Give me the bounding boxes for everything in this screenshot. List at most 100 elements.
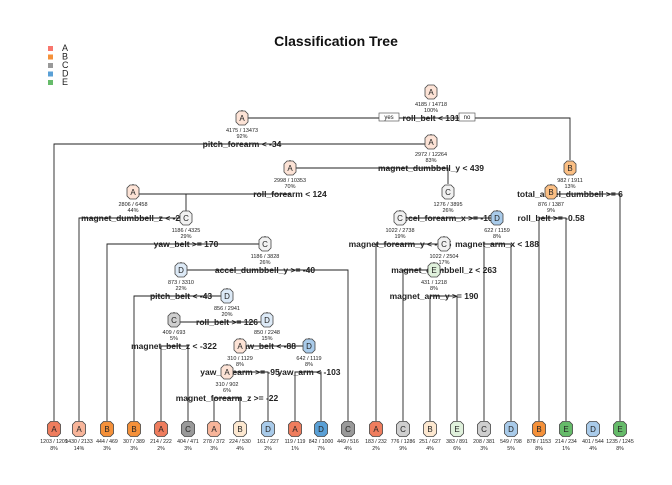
split-rule: pitch_forearm < -34 xyxy=(203,139,282,149)
leaf-class: D xyxy=(508,425,514,434)
figure-title: Classification Tree xyxy=(274,33,398,49)
leaf-counts: 161 / 227 xyxy=(257,439,279,445)
node-class: C xyxy=(445,188,451,197)
node-percent: 83% xyxy=(425,158,436,164)
node-class: A xyxy=(224,368,230,377)
split-rule: magnet_arm_x < 188 xyxy=(455,239,539,249)
leaf-counts: 278 / 372 xyxy=(203,439,225,445)
node-counts: 1276 / 3895 xyxy=(433,202,462,208)
split-rule: roll_forearm < 124 xyxy=(253,189,327,199)
tree-edge xyxy=(375,243,400,421)
node-class: D xyxy=(306,342,312,351)
leaf-box xyxy=(314,421,328,437)
split-rule: magnet_forearm_z >= -22 xyxy=(176,393,279,403)
leaf-counts: 1430 / 2133 xyxy=(65,439,93,445)
split-rule: accel_forearm_x >= -104 xyxy=(399,213,498,223)
node-percent: 22% xyxy=(175,286,186,292)
leaf-percent: 8% xyxy=(616,446,624,452)
node-percent: 17% xyxy=(438,260,449,266)
leaf-box xyxy=(504,421,518,437)
node-class: A xyxy=(287,164,293,173)
leaf-counts: 214 / 222 xyxy=(150,439,172,445)
leaf-box xyxy=(47,421,61,437)
leaf-counts: 183 / 232 xyxy=(365,439,387,445)
leaf-percent: 3% xyxy=(103,446,111,452)
leaf-counts: 842 / 1000 xyxy=(309,439,334,445)
legend-label: D xyxy=(62,69,69,79)
node-box xyxy=(427,262,441,278)
yes-label: yes xyxy=(384,115,393,121)
leaf-class: B xyxy=(104,425,109,434)
node-percent: 8% xyxy=(305,362,313,368)
split-rule: yaw_arm < -103 xyxy=(277,367,340,377)
tree-edge xyxy=(160,345,174,421)
leaf-box xyxy=(341,421,355,437)
tree-edge xyxy=(309,371,322,421)
split-rule: magnet_forearm_y < -245 xyxy=(349,239,452,249)
node-counts: 310 / 1129 xyxy=(227,356,253,362)
node-class: C xyxy=(171,316,177,325)
tree-edge xyxy=(429,295,434,421)
tree-edge xyxy=(185,193,290,210)
node-class: D xyxy=(494,214,500,223)
leaf-class: B xyxy=(427,425,432,434)
legend-swatch xyxy=(48,54,53,60)
node-counts: 1186 / 4325 xyxy=(172,228,201,234)
split-rule: yaw_forearm >= -95 xyxy=(200,367,280,377)
leaf-counts: 401 / 544 xyxy=(582,439,604,445)
node-percent: 8% xyxy=(493,234,501,240)
split-rule: total_accel_dumbbell >= 6 xyxy=(517,189,623,199)
leaf-class: B xyxy=(536,425,541,434)
node-class: A xyxy=(428,138,434,147)
leaf-box xyxy=(477,421,491,437)
leaf-class: E xyxy=(563,425,568,434)
leaf-counts: 119 / 119 xyxy=(285,439,306,445)
split-rule: roll_belt >= 126 xyxy=(196,317,258,327)
node-box xyxy=(126,184,140,200)
leaf-class: C xyxy=(345,425,351,434)
leaf-percent: 1% xyxy=(291,446,299,452)
legend-swatch xyxy=(48,63,53,68)
node-class: D xyxy=(178,266,184,275)
leaf-counts: 1235 / 1245 xyxy=(606,439,634,445)
node-counts: 876 / 1387 xyxy=(538,202,564,208)
node-percent: 8% xyxy=(430,286,438,292)
tree-edge xyxy=(551,217,567,421)
node-class: C xyxy=(262,240,268,249)
tree-edge xyxy=(174,345,189,421)
leaf-class: A xyxy=(51,425,57,434)
node-box xyxy=(283,160,297,176)
tree-edge xyxy=(431,167,449,184)
leaf-counts: 208 / 381 xyxy=(473,439,495,445)
node-class: A xyxy=(130,188,136,197)
node-class: B xyxy=(548,188,553,197)
node-box xyxy=(393,210,407,226)
node-class: D xyxy=(224,292,230,301)
tree-edge xyxy=(570,193,621,421)
leaf-class: C xyxy=(481,425,487,434)
tree-edge xyxy=(213,397,227,421)
node-class: E xyxy=(431,266,436,275)
node-counts: 622 / 1159 xyxy=(484,228,510,234)
node-box xyxy=(220,288,234,304)
node-class: A xyxy=(239,114,245,123)
legend-swatch xyxy=(48,80,53,85)
legend-label: B xyxy=(62,52,68,62)
leaf-box xyxy=(288,421,302,437)
leaf-class: B xyxy=(131,425,136,434)
